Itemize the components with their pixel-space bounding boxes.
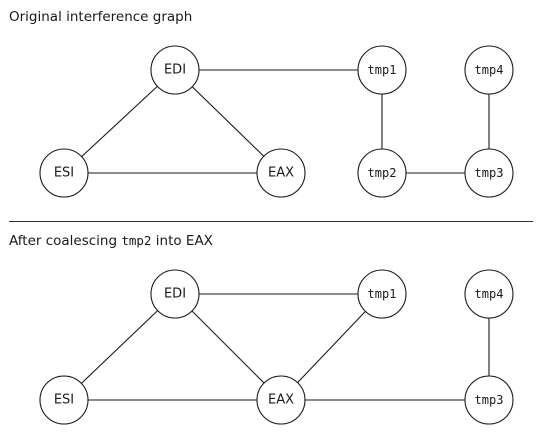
- node-esi: ESI: [39, 375, 89, 425]
- node-eax: EAX: [256, 375, 306, 425]
- node-circle: [150, 45, 200, 95]
- node-circle: [464, 148, 514, 198]
- edge-edi-esi: [63, 293, 176, 401]
- node-circle: [256, 148, 306, 198]
- edge-edi-eax: [174, 293, 282, 401]
- coalesced-graph-heading: After coalescing tmp2 into EAX: [9, 233, 213, 249]
- node-circle: [464, 269, 514, 319]
- node-label: EDI: [164, 63, 186, 78]
- node-circle: [150, 269, 200, 319]
- coalesced-interference-graph: EDI ESI EAX tmp1 tmp3 tmp4: [39, 269, 514, 425]
- node-label: EAX: [268, 393, 294, 408]
- node-tmp1: tmp1: [357, 45, 407, 95]
- node-esi: ESI: [39, 148, 89, 198]
- node-tmp4: tmp4: [464, 269, 514, 319]
- node-label: EAX: [268, 166, 294, 181]
- node-tmp4: tmp4: [464, 45, 514, 95]
- node-label: tmp1: [368, 63, 397, 77]
- node-label: EDI: [164, 287, 186, 302]
- node-circle: [39, 148, 89, 198]
- coalesced-heading-suffix: into EAX: [151, 233, 213, 249]
- node-circle: [357, 148, 407, 198]
- edge-edi-esi: [63, 69, 176, 174]
- node-edi: EDI: [150, 269, 200, 319]
- original-graph-heading: Original interference graph: [9, 9, 192, 25]
- node-circle: [464, 45, 514, 95]
- node-circle: [357, 269, 407, 319]
- node-label: tmp1: [368, 287, 397, 301]
- node-circle: [39, 375, 89, 425]
- edge-edi-eax: [174, 69, 282, 174]
- node-label: tmp3: [475, 166, 504, 180]
- original-graph-heading-text: Original interference graph: [9, 9, 193, 25]
- node-circle: [464, 375, 514, 425]
- coalesced-heading-prefix: After coalescing: [9, 233, 122, 249]
- node-eax: EAX: [256, 148, 306, 198]
- node-tmp1: tmp1: [357, 269, 407, 319]
- node-tmp3: tmp3: [464, 375, 514, 425]
- node-circle: [256, 375, 306, 425]
- node-label: tmp4: [475, 287, 504, 301]
- coalesced-heading-code: tmp2: [121, 233, 152, 248]
- node-tmp2: tmp2: [357, 148, 407, 198]
- original-interference-graph: EDI ESI EAX tmp1 tmp2 tmp3 tmp4: [39, 45, 514, 198]
- node-label: tmp2: [368, 166, 397, 180]
- node-label: tmp3: [475, 393, 504, 407]
- node-label: tmp4: [475, 63, 504, 77]
- node-tmp3: tmp3: [464, 148, 514, 198]
- node-circle: [357, 45, 407, 95]
- node-edi: EDI: [150, 45, 200, 95]
- section-divider: [9, 221, 533, 222]
- node-label: ESI: [54, 166, 74, 181]
- node-label: ESI: [54, 393, 74, 408]
